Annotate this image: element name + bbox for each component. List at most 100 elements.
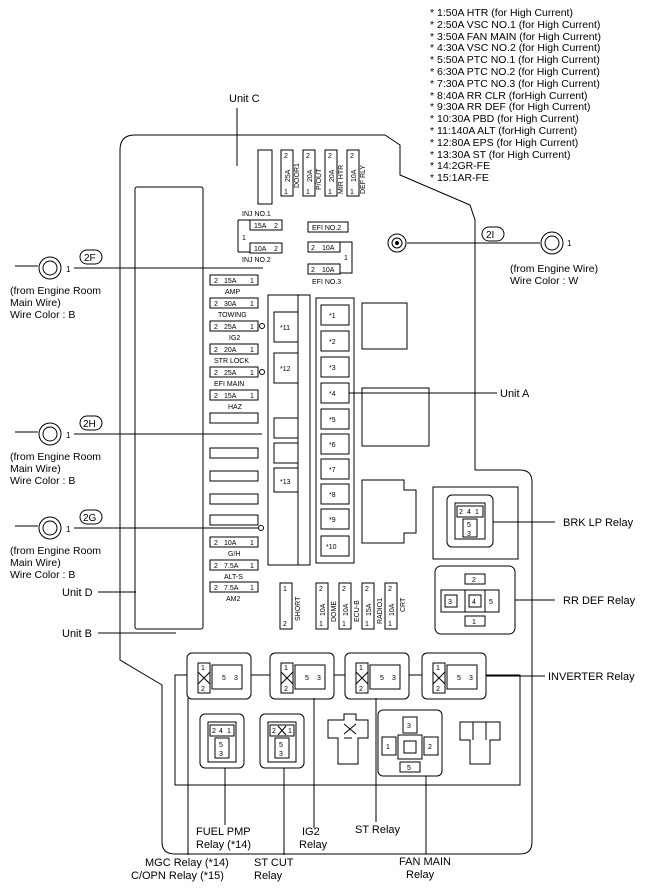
svg-text:1: 1 — [328, 189, 332, 196]
fuse-ecu-b: 2 1 10A ECU-B — [338, 582, 361, 630]
note-line: * 12:80A EPS (for High Current) — [430, 136, 579, 149]
st-cut-label: Relay — [254, 870, 283, 882]
svg-text:Wire Color : W: Wire Color : W — [510, 275, 578, 287]
svg-text:25A: 25A — [224, 370, 237, 377]
svg-text:20A: 20A — [224, 347, 237, 354]
svg-text:*1: *1 — [329, 313, 336, 320]
fuse-dome: 2 1 10A DOME — [315, 582, 338, 630]
svg-text:5: 5 — [279, 742, 283, 749]
svg-text:1: 1 — [250, 324, 254, 331]
fuse-efi-main: 2 25A 1 EFI MAIN — [209, 366, 265, 388]
svg-text:1: 1 — [288, 728, 292, 735]
rr-def-relay[interactable]: 2 3 4 5 1 RR DEF Relay — [434, 565, 636, 635]
relay-mgc[interactable]: 1 2 5 3 — [186, 652, 252, 700]
svg-text:INVERTER Relay: INVERTER Relay — [548, 671, 635, 683]
brk-lp-relay[interactable]: 2 4 1 5 3 BRK LP Relay — [446, 494, 634, 548]
svg-text:10A: 10A — [343, 603, 350, 616]
svg-text:2: 2 — [284, 153, 288, 160]
svg-text:*7: *7 — [329, 467, 336, 474]
svg-text:1: 1 — [250, 393, 254, 400]
svg-text:2: 2 — [459, 509, 463, 516]
unit-c-label: Unit C — [229, 93, 260, 105]
note-line: * 10:30A PBD (for High Current) — [430, 113, 579, 126]
svg-text:DOOR1: DOOR1 — [294, 163, 301, 188]
svg-text:1: 1 — [472, 619, 476, 626]
fuse-str-lock: 2 20A 1 STR LOCK — [209, 343, 259, 365]
svg-text:1: 1 — [319, 621, 323, 628]
svg-text:2: 2 — [272, 728, 276, 735]
connector-2g[interactable]: 2G 1 (from Engine Room Main Wire) Wire C… — [10, 509, 264, 581]
svg-text:4: 4 — [467, 509, 471, 516]
note-line: * 15:1AR-FE — [430, 172, 489, 185]
svg-text:2: 2 — [359, 686, 363, 693]
relay-ig2[interactable]: 1 2 5 3 — [269, 652, 335, 700]
svg-text:1: 1 — [66, 265, 71, 274]
svg-text:5: 5 — [457, 675, 461, 682]
svg-text:2: 2 — [328, 153, 332, 160]
svg-text:1: 1 — [250, 347, 254, 354]
note-line: * 9:30A RR DEF (for High Current) — [430, 101, 591, 114]
svg-text:TOWING: TOWING — [218, 312, 247, 319]
relay-fan-main[interactable]: 3 1 2 5 — [377, 709, 443, 777]
st-cut-label: ST CUT — [254, 857, 294, 869]
relay-area — [432, 486, 519, 560]
fuel-pmp-label: FUEL PMP — [196, 826, 251, 838]
svg-text:4: 4 — [472, 599, 476, 606]
svg-text:2: 2 — [214, 324, 218, 331]
relay-st-cut[interactable]: 2 1 5 3 — [259, 713, 305, 769]
svg-text:1: 1 — [242, 235, 246, 242]
svg-text:2: 2 — [311, 267, 315, 274]
svg-text:1: 1 — [350, 189, 354, 196]
svg-text:15A: 15A — [224, 393, 237, 400]
svg-text:4: 4 — [219, 728, 223, 735]
fuse-haz: 2 15A 1 HAZ — [209, 389, 259, 411]
svg-text:1: 1 — [250, 301, 254, 308]
svg-text:HAZ: HAZ — [228, 404, 243, 411]
svg-text:2: 2 — [319, 586, 323, 593]
svg-text:2: 2 — [365, 586, 369, 593]
relay-inverter[interactable]: 1 2 5 3 INVERTER Relay — [421, 652, 635, 700]
svg-text:1: 1 — [344, 255, 348, 262]
connector-2h[interactable]: 2H 1 (from Engine Room Main Wire) Wire C… — [10, 415, 262, 487]
relay-st[interactable]: 1 2 5 3 — [344, 652, 410, 700]
empty-socket — [361, 387, 430, 447]
svg-text:RADIO1: RADIO1 — [377, 598, 384, 624]
svg-text:*10: *10 — [326, 544, 337, 551]
svg-text:(from Engine Room: (from Engine Room — [10, 545, 101, 557]
svg-text:2: 2 — [214, 563, 218, 570]
svg-text:2G: 2G — [83, 513, 97, 524]
svg-text:1: 1 — [436, 665, 440, 672]
svg-text:2: 2 — [214, 347, 218, 354]
svg-text:2: 2 — [436, 686, 440, 693]
fuse-alt-s: 2 7.5A 1 ALT-S — [209, 559, 259, 581]
ig2-relay-label: IG2 — [302, 826, 320, 838]
svg-text:1: 1 — [283, 586, 287, 593]
svg-text:1: 1 — [386, 744, 390, 751]
unit-b-label: Unit B — [62, 628, 92, 640]
svg-text:2I: 2I — [486, 230, 494, 241]
relay-fuel-pmp[interactable]: 2 4 1 5 3 — [199, 713, 245, 769]
svg-text:2H: 2H — [83, 419, 96, 430]
svg-text:DOME: DOME — [331, 601, 338, 622]
svg-text:3: 3 — [392, 675, 396, 682]
svg-text:*9: *9 — [329, 517, 336, 524]
note-line: * 7:30A PTC NO.3 (for High Current) — [430, 77, 600, 90]
svg-text:2: 2 — [311, 245, 315, 252]
fuse-am2: 2 7.5A 1 AM2 — [209, 581, 259, 603]
svg-text:ECU-B: ECU-B — [354, 600, 361, 622]
svg-text:1: 1 — [250, 278, 254, 285]
fuel-pmp-label: Relay (*14) — [196, 839, 251, 851]
note-line: * 6:30A PTC NO.2 (for High Current) — [430, 65, 600, 78]
connector-2f[interactable]: 2F 1 (from Engine Room Main Wire) Wire C… — [10, 249, 263, 321]
connector-2i[interactable]: 2I 1 (from Engine Wire) Wire Color : W — [407, 226, 598, 287]
spare-fuse-slot — [209, 447, 259, 459]
fuse-radio1: 2 1 15A RADIO1 — [361, 582, 384, 630]
svg-text:1: 1 — [365, 621, 369, 628]
svg-text:5: 5 — [407, 765, 411, 772]
svg-text:7.5A: 7.5A — [224, 563, 239, 570]
spare-fuse-slot — [209, 412, 259, 424]
note-line: * 11:140A ALT (forHigh Current) — [430, 124, 578, 137]
svg-text:2: 2 — [214, 370, 218, 377]
svg-text:*11: *11 — [280, 325, 290, 332]
